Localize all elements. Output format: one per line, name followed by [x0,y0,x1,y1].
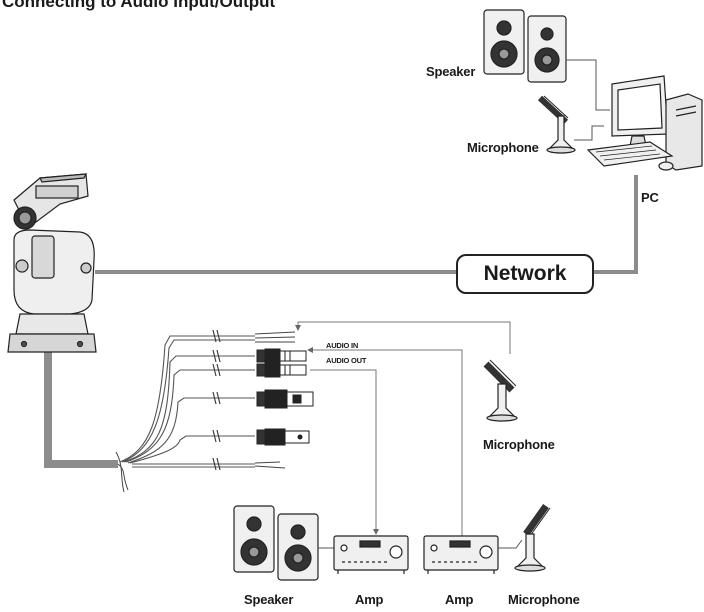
ptz-camera-icon [7,173,97,353]
amp-right-icon [423,535,499,574]
cable-harness [119,329,255,471]
audio-out-label: AUDIO OUT [326,356,367,365]
camera-cable [44,350,129,493]
diagram-title: Connecting to Audio Input/Output [2,0,276,11]
audio-out-connector [256,362,307,378]
microphone-top-label: Microphone [467,140,539,155]
microphone-mid-label: Microphone [483,437,555,452]
audio-in-connector [256,348,307,364]
rj45-connector [256,389,314,409]
microphone-bottom-icon [514,503,551,572]
network-label: Network [483,262,567,285]
speaker-top-cable [566,59,610,111]
network-box: Network [456,254,594,294]
speaker-bottom-icon [233,505,319,581]
speaker-top-icon [483,9,567,83]
audio-out-line [310,369,379,535]
bare-wire-ends [254,331,296,469]
speaker-bottom-label: Speaker [244,592,294,607]
amp-right-label: Amp [445,592,474,607]
audio-in-line [295,321,511,354]
microphone-top-cable [574,125,604,141]
pc-label: PC [641,190,659,205]
network-cable [95,175,638,274]
pc-icon [586,75,703,171]
microphone-bottom-label: Microphone [508,592,580,607]
speaker-top-label: Speaker [426,64,476,79]
microphone-mid-icon [483,359,518,422]
audio-in-label: AUDIO IN [326,341,359,350]
microphone-bottom-cable [498,539,523,549]
amp-left-label: Amp [355,592,384,607]
bnc-connector [256,428,310,446]
audio-in-amp-line [307,347,463,540]
amp-left-icon [333,535,409,574]
microphone-top-icon [537,95,576,154]
